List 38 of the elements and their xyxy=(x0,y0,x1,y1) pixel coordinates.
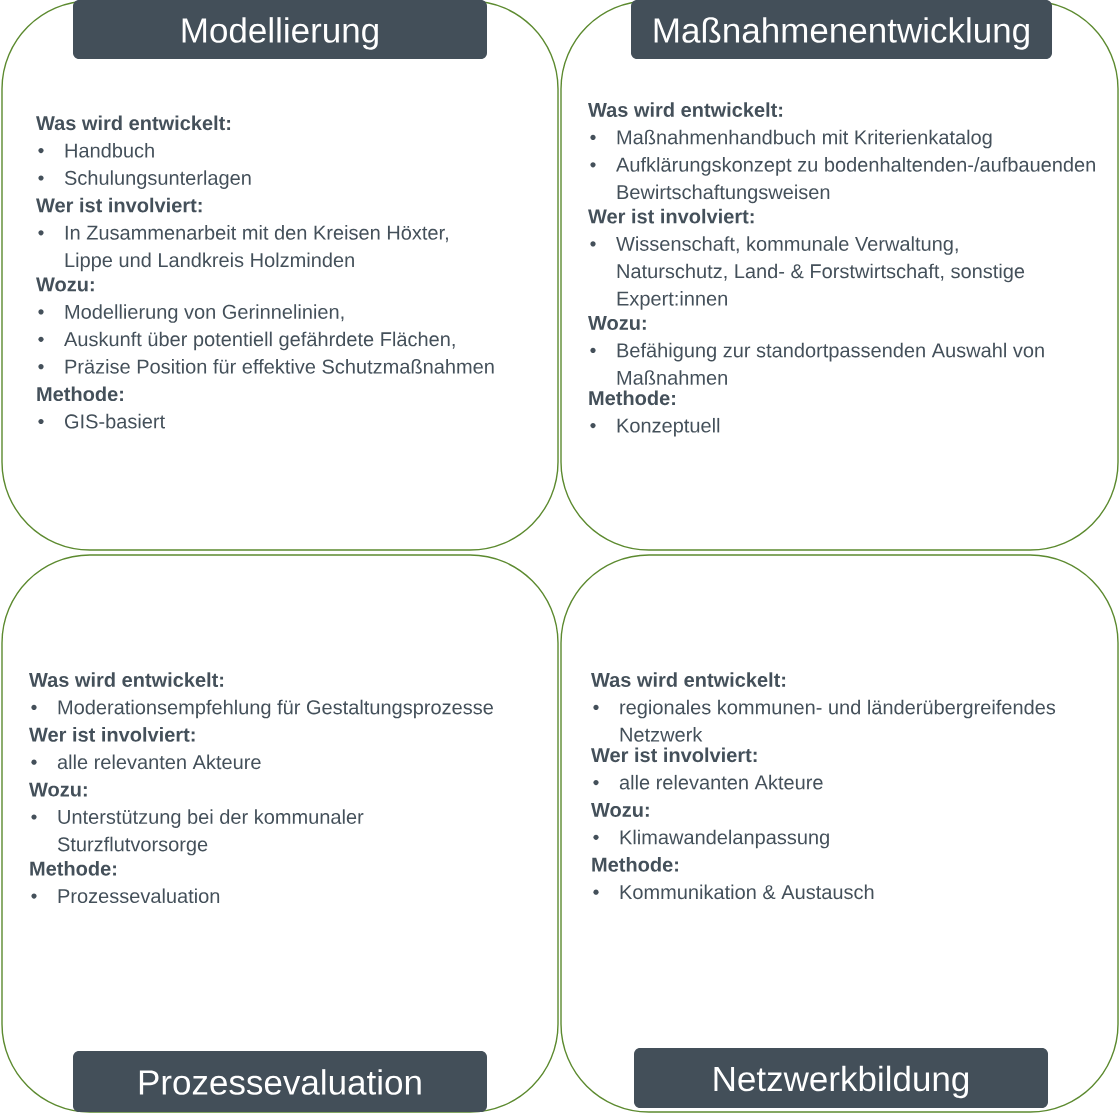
section-heading: Was wird entwickelt: xyxy=(29,672,224,687)
bullet-item: Kommunikation & Austausch xyxy=(620,884,874,900)
section-heading: Methode: xyxy=(37,386,123,402)
section-heading: Was wird entwickelt: xyxy=(36,115,231,131)
section-heading: Methode: xyxy=(589,390,675,406)
bullet-item: Präzise Position für effektive Schutzmaßnahmen xyxy=(65,359,494,374)
section-heading: Wer ist involviert: xyxy=(36,197,202,213)
bullet-item: alle relevanten Akteure xyxy=(619,774,823,790)
section-heading: Was wird entwickelt: xyxy=(591,672,786,687)
bullet-item: Auskunft über potentiell gefährdete Flächen, xyxy=(64,331,455,351)
bullet-item: Befähigung zur standortpassenden Auswahl von Maßnahmen xyxy=(617,342,1044,385)
bullet-item: Handbuch xyxy=(65,142,154,158)
bullet-item: regionales kommunen- und länderübergreifendes Netzwerk xyxy=(620,699,1056,742)
section-heading: Was wird entwickelt: xyxy=(588,102,783,117)
bullet-item: In Zusammenarbeit mit den Kreisen Höxter, Lippe und Landkreis Holzminden xyxy=(65,225,448,272)
bullet-item: Unterstützung bei der kommunaler Sturzflutvorsorge xyxy=(57,809,364,856)
bullet-item: Maßnahmenhandbuch mit Kriterienkatalog xyxy=(617,129,992,149)
bullet-item: Modellierung von Gerinnelinien, xyxy=(65,304,344,323)
bullet-item: Konzeptuell xyxy=(617,417,720,437)
bullet-item: Moderationsempfehlung für Gestaltungsprozesse xyxy=(58,699,493,719)
section-heading: Wer ist involviert: xyxy=(591,747,757,763)
info-card xyxy=(560,554,1119,1113)
section-heading: Wozu: xyxy=(29,782,87,797)
section-heading: Methode: xyxy=(592,857,678,872)
section-heading: Wer ist involviert: xyxy=(588,208,754,224)
bullet-item: Prozessevaluation xyxy=(58,888,220,904)
bullet-item: Wissenschaft, kommunale Verwaltung, Naturschutz, Land- & Forstwirtschaft, sonstige Expert:innen xyxy=(616,236,1025,310)
section-heading: Methode: xyxy=(30,861,116,876)
section-heading: Wozu: xyxy=(36,277,94,292)
bullet-item: Klimawandelanpassung xyxy=(620,829,829,849)
bullet-item: alle relevanten Akteure xyxy=(57,754,261,770)
bullet-item: Schulungsunterlagen xyxy=(64,170,251,189)
section-heading: Wer ist involviert: xyxy=(29,727,195,742)
section-heading: Wozu: xyxy=(591,803,649,817)
section-heading: Wozu: xyxy=(588,316,646,331)
info-card xyxy=(1,554,559,1113)
bullet-item: GIS-basiert xyxy=(65,413,165,429)
bullet-item: Aufklärungskonzept zu bodenhaltenden-/aufbauenden Bewirtschaftungsweisen xyxy=(616,157,1095,204)
